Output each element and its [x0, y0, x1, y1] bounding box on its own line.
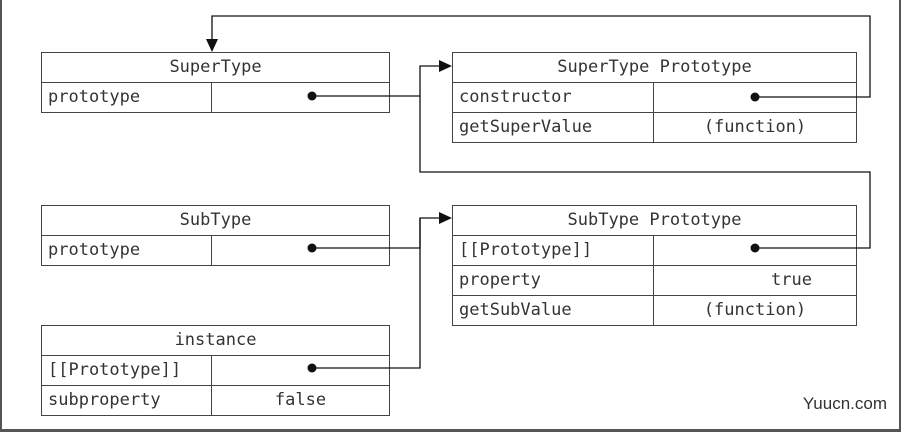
arrowhead-supertype-prototype [439, 60, 452, 72]
instance-proto-key: [[Prototype]] [41, 355, 212, 386]
subtype-prototype-proto-key: [[Prototype]] [452, 235, 654, 266]
subtype-prototype-arrow-line [312, 217, 440, 249]
get-super-value-key: getSuperValue [452, 112, 654, 143]
subtype-proto-chain-line [419, 96, 871, 249]
subproperty-value: false [210, 385, 391, 416]
subtype-prototype-dot [307, 243, 317, 253]
watermark: Yuucn.com [802, 394, 887, 413]
constructor-key: constructor [452, 82, 654, 113]
subtype-prototype-title: SubType Prototype [452, 205, 857, 236]
supertype-prototype-arrow-line [312, 65, 440, 97]
supertype-prototype-key: prototype [41, 82, 212, 113]
instance-proto-dot [307, 363, 317, 373]
constructor-dot [750, 92, 760, 102]
supertype-prototype-dot [307, 91, 317, 101]
instance-box: instance [[Prototype]] subproperty false [40, 325, 391, 416]
arrowhead-supertype [206, 39, 218, 52]
get-sub-value-value: (function) [653, 295, 857, 326]
subtype-proto-chain-dot [750, 243, 760, 253]
subtype-title: SubType [41, 205, 390, 236]
property-value: true [653, 265, 857, 296]
arrowhead-subtype-prototype [439, 212, 452, 224]
subtype-prototype-pointer [211, 235, 390, 266]
supertype-prototype-box: SuperType Prototype constructor getSuper… [452, 52, 857, 143]
supertype-box: SuperType prototype [41, 52, 390, 113]
property-key: property [452, 265, 654, 296]
instance-proto-chain-line [312, 218, 421, 369]
subtype-box: SubType prototype [41, 205, 390, 266]
get-sub-value-key: getSubValue [452, 295, 654, 326]
get-super-value-value: (function) [653, 112, 857, 143]
subtype-prototype-key: prototype [41, 235, 212, 266]
supertype-prototype-pointer [211, 82, 390, 113]
supertype-title: SuperType [41, 52, 390, 83]
constructor-arrow-line [211, 15, 871, 98]
